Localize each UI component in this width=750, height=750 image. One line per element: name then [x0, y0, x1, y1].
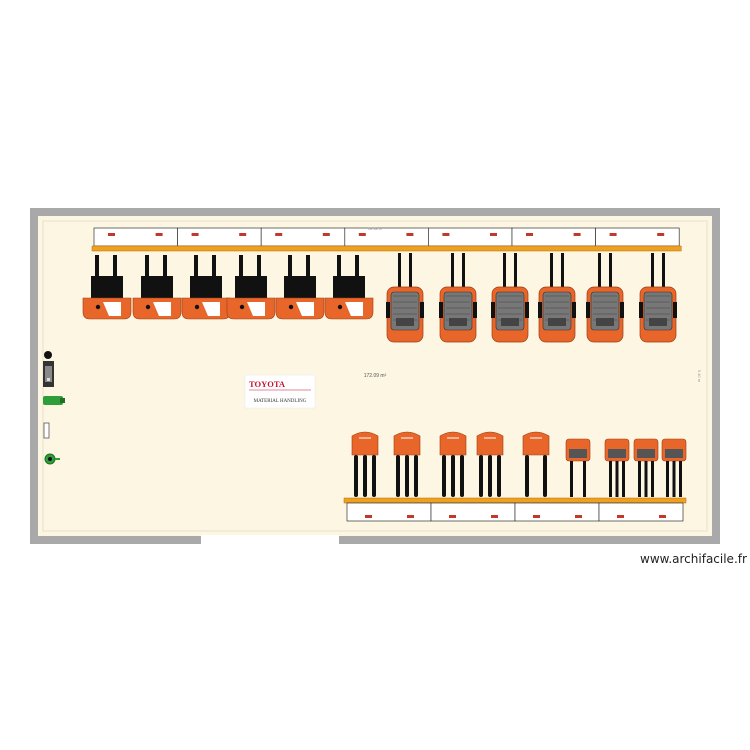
stacker-compact: [604, 438, 630, 497]
rack-bay: [595, 227, 680, 247]
logo-subtitle: MATERIAL HANDLING: [254, 399, 307, 404]
pallet-truck: [226, 255, 276, 320]
dimension-right: 9.40 m: [697, 370, 702, 383]
pallet-truck: [324, 255, 374, 320]
pallet-truck: [132, 255, 182, 320]
rack-bay: [346, 502, 432, 522]
rack-bay: [428, 227, 513, 247]
stacker-compact: [565, 438, 591, 497]
stacker: [522, 431, 550, 497]
reach-truck: [491, 253, 529, 343]
reach-truck: [538, 253, 576, 343]
watermark: www.archifacile.fr: [640, 552, 747, 566]
door-icon: [43, 422, 50, 439]
stacker: [476, 431, 504, 497]
pallet-truck: [82, 255, 132, 320]
rack-bay: [430, 502, 516, 522]
rack-bay: [344, 227, 429, 247]
stacker: [439, 431, 467, 497]
reach-truck-row: [386, 253, 677, 343]
stacker-row: [351, 431, 687, 497]
emergency-stop-icon: [44, 351, 52, 359]
rack-bay: [260, 227, 346, 247]
rack-bay: [514, 502, 600, 522]
top-racking: [91, 227, 682, 252]
logo-brand: TOYOTA: [249, 379, 286, 389]
reach-truck: [439, 253, 477, 343]
stacker-compact: [661, 438, 687, 497]
rack-bay: [598, 502, 684, 522]
entrance-doorway: [201, 535, 339, 544]
stacker: [351, 431, 379, 497]
rack-bay: [93, 227, 178, 247]
rack-bay: [511, 227, 596, 247]
stacker-compact: [633, 438, 659, 497]
pallet-truck: [275, 255, 325, 320]
fire-extinguisher-icon: [44, 453, 60, 465]
rack-bay: [177, 227, 262, 247]
pallet-truck-row: [82, 255, 374, 320]
electrical-panel-icon: [43, 361, 54, 387]
dimension-top: 18.38 m: [368, 226, 383, 231]
toyota-logo-sign: TOYOTA MATERIAL HANDLING: [244, 374, 316, 409]
exit-sign-icon: [43, 396, 65, 405]
stacker: [393, 431, 421, 497]
reach-truck: [386, 253, 424, 343]
rack-beam: [343, 497, 687, 504]
rack-beam: [91, 245, 682, 252]
bottom-racking: [343, 497, 687, 522]
reach-truck: [639, 253, 677, 343]
area-label: 172.09 m²: [364, 373, 387, 379]
reach-truck: [586, 253, 624, 343]
pallet-truck: [181, 255, 231, 320]
